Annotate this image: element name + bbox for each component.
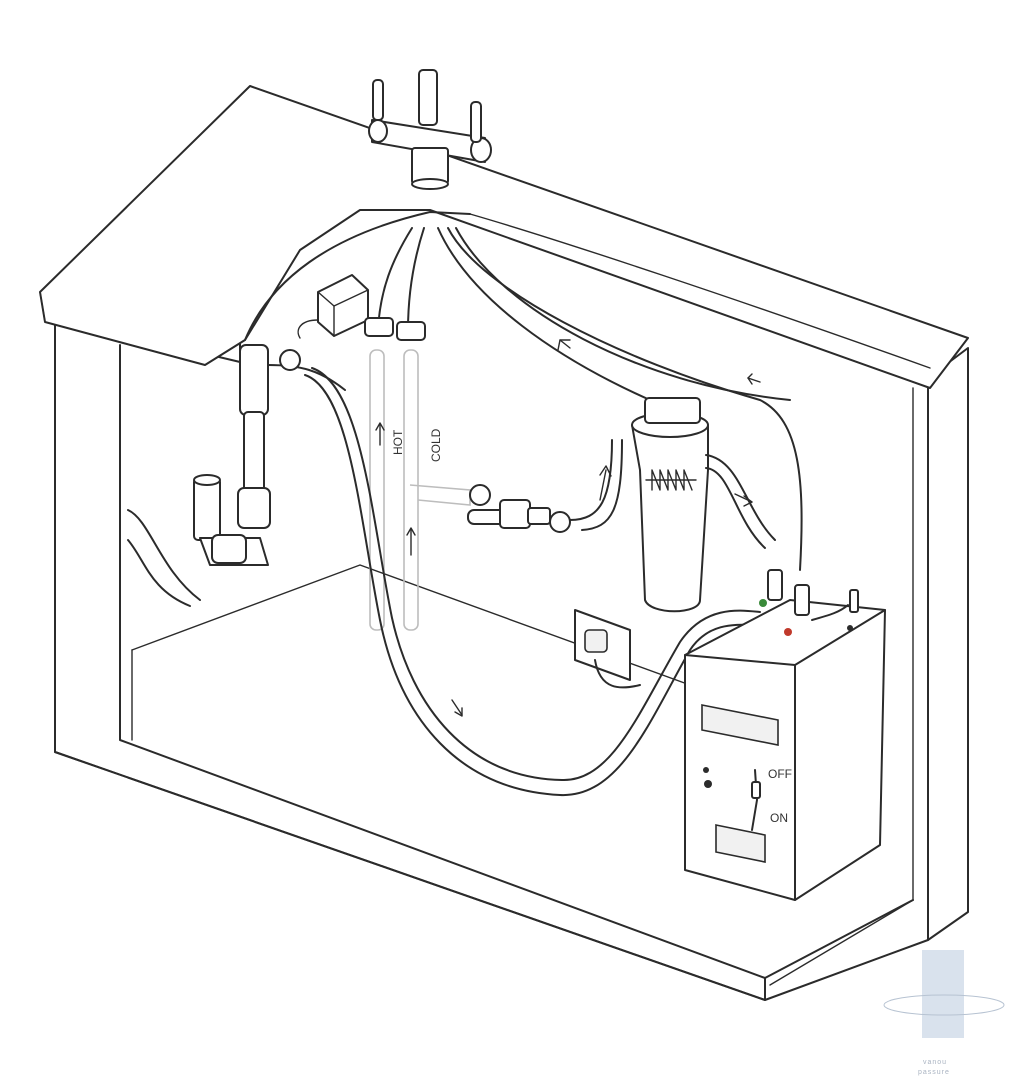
wall-socket [574, 609, 641, 689]
supply-pipes [377, 227, 803, 571]
water-filter [631, 397, 776, 613]
tap-assembly [368, 69, 492, 190]
existing-water-supply: HOT COLD [369, 349, 471, 631]
green-indicator [759, 599, 767, 607]
hot-label: HOT [391, 429, 405, 455]
countertop [39, 85, 969, 389]
flow-arrows [557, 339, 761, 385]
cold-label: COLD [429, 428, 443, 462]
on-label: ON [770, 811, 788, 825]
watermark-logo: vanou passure [883, 950, 1005, 1076]
red-indicator [784, 628, 792, 636]
flexible-hose [304, 367, 761, 797]
tap-connectors [364, 317, 426, 341]
isolating-valve [467, 439, 623, 533]
junction-box [297, 274, 369, 339]
drain-assembly [127, 344, 346, 607]
boiler-unit: OFF ON [684, 569, 886, 901]
watermark-line-2: passure [918, 1069, 950, 1076]
off-label: OFF [768, 767, 792, 781]
watermark-line-1: vanou [923, 1059, 947, 1066]
